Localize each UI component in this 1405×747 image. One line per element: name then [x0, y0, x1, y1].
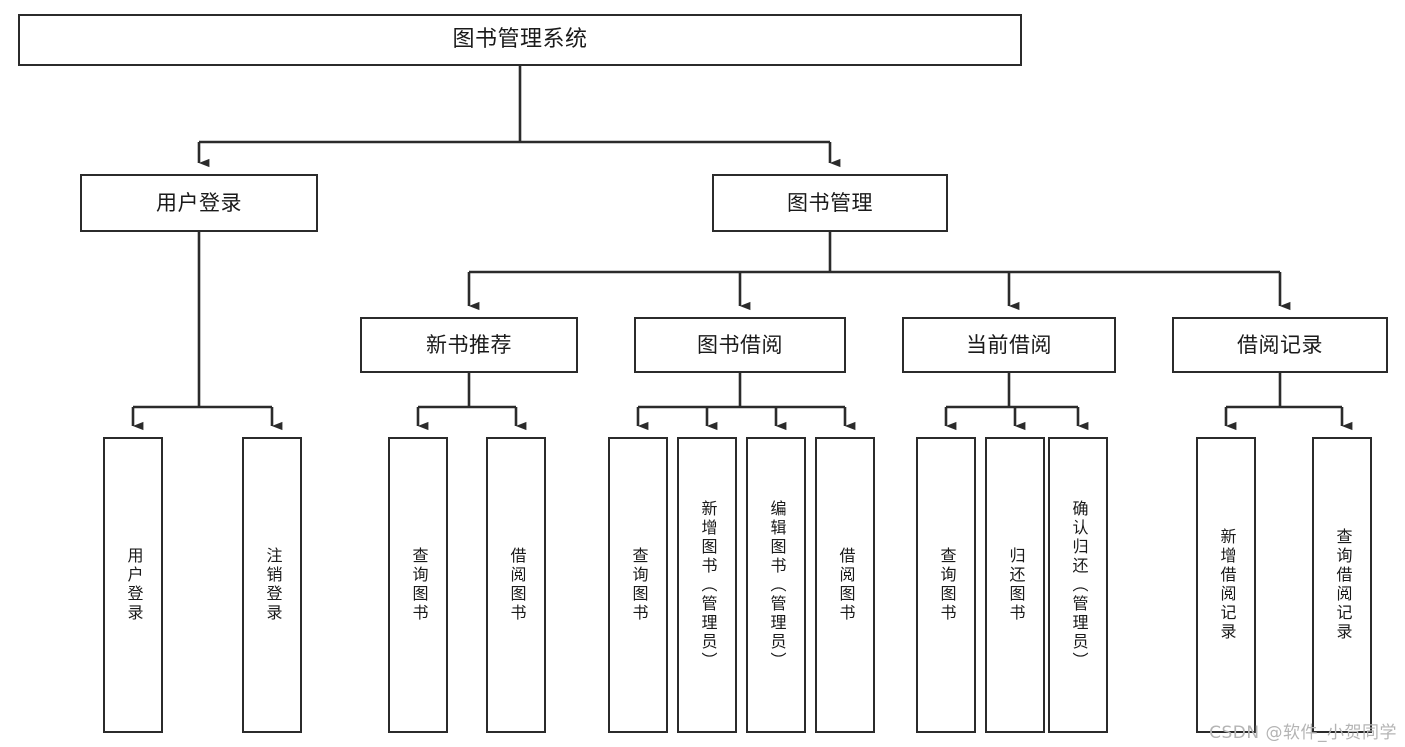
- node-label: 用户登录: [124, 547, 144, 623]
- node-login[interactable]: 用户登录: [80, 174, 318, 232]
- node-leaf-9[interactable]: 查询图书: [916, 437, 976, 733]
- node-label: 新增借阅记录: [1217, 528, 1237, 642]
- node-leaf-2[interactable]: 注销登录: [242, 437, 302, 733]
- node-current[interactable]: 当前借阅: [902, 317, 1116, 373]
- node-label: 编辑图书（管理员）: [767, 499, 787, 671]
- node-leaf-6[interactable]: 新增图书（管理员）: [677, 437, 737, 733]
- node-label: 图书管理: [787, 190, 873, 215]
- node-leaf-3[interactable]: 查询图书: [388, 437, 448, 733]
- node-label: 用户登录: [156, 190, 242, 215]
- node-label: 归还图书: [1006, 547, 1026, 623]
- node-leaf-10[interactable]: 归还图书: [985, 437, 1045, 733]
- node-leaf-4[interactable]: 借阅图书: [486, 437, 546, 733]
- node-leaf-8[interactable]: 借阅图书: [815, 437, 875, 733]
- node-newbook[interactable]: 新书推荐: [360, 317, 578, 373]
- node-label: 新书推荐: [426, 332, 512, 357]
- node-leaf-13[interactable]: 查询借阅记录: [1312, 437, 1372, 733]
- node-leaf-1[interactable]: 用户登录: [103, 437, 163, 733]
- node-label: 查询图书: [409, 547, 429, 623]
- node-leaf-7[interactable]: 编辑图书（管理员）: [746, 437, 806, 733]
- node-label: 确认归还（管理员）: [1069, 499, 1089, 671]
- node-leaf-5[interactable]: 查询图书: [608, 437, 668, 733]
- node-label: 查询借阅记录: [1333, 528, 1353, 642]
- node-leaf-12[interactable]: 新增借阅记录: [1196, 437, 1256, 733]
- node-bookmgmt[interactable]: 图书管理: [712, 174, 948, 232]
- node-root[interactable]: 图书管理系统: [18, 14, 1022, 66]
- node-label: 当前借阅: [966, 332, 1052, 357]
- node-label: 查询图书: [629, 547, 649, 623]
- node-label: 图书管理系统: [452, 27, 588, 53]
- node-label: 图书借阅: [697, 332, 783, 357]
- node-borrow[interactable]: 图书借阅: [634, 317, 846, 373]
- node-label: 借阅图书: [507, 547, 527, 623]
- node-records[interactable]: 借阅记录: [1172, 317, 1388, 373]
- node-label: 借阅图书: [836, 547, 856, 623]
- node-label: 借阅记录: [1237, 332, 1323, 357]
- node-label: 新增图书（管理员）: [698, 499, 718, 671]
- node-leaf-11[interactable]: 确认归还（管理员）: [1048, 437, 1108, 733]
- node-label: 注销登录: [263, 547, 283, 623]
- node-label: 查询图书: [937, 547, 957, 623]
